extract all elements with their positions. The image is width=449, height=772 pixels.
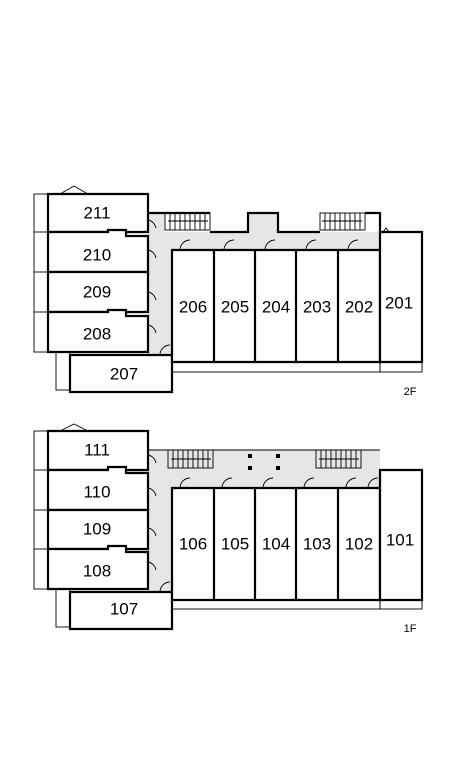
unit-label-201: 201 [385,293,413,312]
unit-label-205: 205 [221,297,249,316]
unit-label-110: 110 [83,482,110,501]
stairs-2f-left [164,212,211,231]
unit-label-111: 111 [84,440,110,459]
corridor-2f [148,213,380,355]
balcony-1f [171,599,381,610]
unit-label-103: 103 [303,534,331,553]
unit-109-wall [46,508,150,551]
unit-label-107: 107 [110,599,138,618]
unit-label-202: 202 [345,297,373,316]
unit-211-wall [46,192,150,234]
unit-107-wall [68,590,174,631]
left-wing-frame-2f [33,193,49,353]
unit-label-109: 109 [83,519,111,538]
unit-209-wall [46,270,150,314]
unit-107-frame [55,588,71,628]
unit-label-206: 206 [179,297,207,316]
floor-label-1f: 1F [404,623,417,635]
unit-label-210: 210 [83,245,111,264]
unit-label-101: 101 [386,530,414,549]
floor-2f [33,185,424,394]
unit-label-211: 211 [83,203,110,222]
unit-108-wall [46,544,150,591]
unit-label-104: 104 [262,534,290,553]
unit-207-frame [55,351,71,391]
unit-label-106: 106 [179,534,207,553]
balcony-2f [171,361,381,373]
floor-label-2f: 2F [404,386,417,398]
unit-208-wall [46,308,150,354]
unit-label-209: 209 [83,282,111,301]
unit-label-207: 207 [110,364,138,383]
floor-1f [33,423,424,631]
roof-gable-2f [58,185,90,195]
unit-label-108: 108 [83,561,111,580]
unit-label-208: 208 [83,324,111,343]
unit-label-204: 204 [262,297,290,316]
unit-label-105: 105 [221,534,249,553]
unit-label-102: 102 [345,534,373,553]
unit-111-wall [46,429,150,472]
unit-207-wall [68,353,174,394]
stairs-2f-right [319,212,366,231]
unit-label-203: 203 [303,297,331,316]
